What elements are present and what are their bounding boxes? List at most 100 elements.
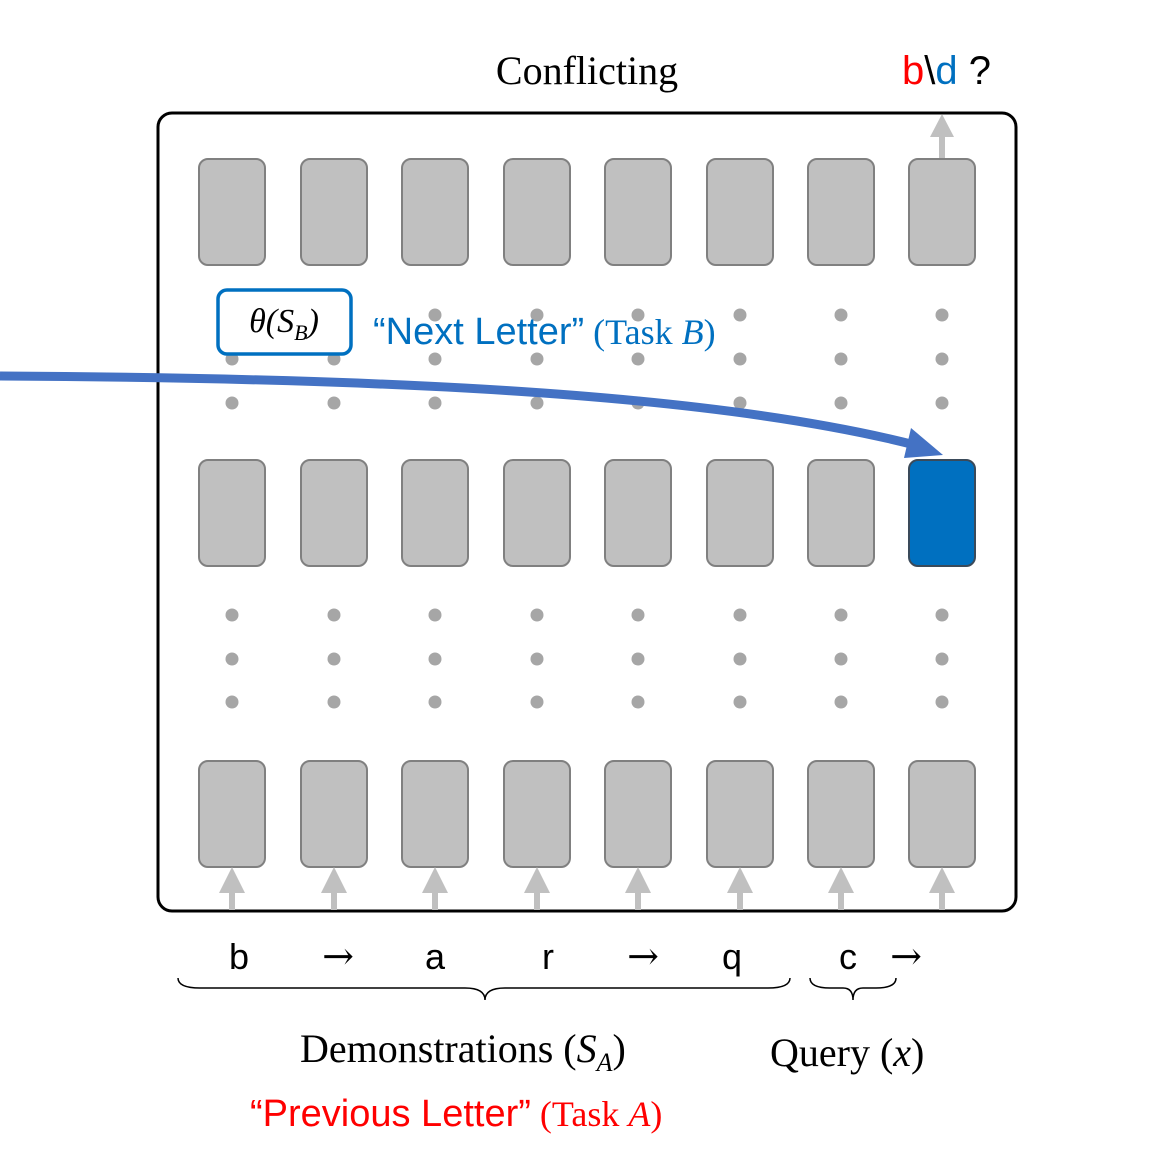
input-arrow-head — [524, 867, 550, 893]
ellipsis-dot — [428, 652, 442, 666]
layer-block — [300, 158, 368, 266]
ellipsis-dot — [530, 608, 544, 622]
ellipsis-dot — [327, 652, 341, 666]
layer-block — [604, 459, 672, 567]
layer-block — [401, 459, 469, 567]
ellipsis-dot — [428, 396, 442, 410]
model-frame — [156, 111, 1018, 913]
layer-block — [198, 760, 266, 868]
ellipsis-dot — [733, 652, 747, 666]
ellipsis-dot — [935, 308, 949, 322]
layer-block — [503, 760, 571, 868]
ellipsis-dot — [428, 608, 442, 622]
ellipsis-dot — [530, 308, 544, 322]
ellipsis-dot — [225, 608, 239, 622]
ellipsis-dot — [834, 352, 848, 366]
ellipsis-dot — [327, 695, 341, 709]
layer-block — [198, 158, 266, 266]
ellipsis-dot — [428, 695, 442, 709]
input-arrow-head — [929, 867, 955, 893]
layer-block — [300, 459, 368, 567]
output-part-d: d — [935, 49, 957, 93]
ellipsis-dot — [631, 695, 645, 709]
token-arrow: → — [890, 934, 922, 978]
ellipsis-dot — [530, 652, 544, 666]
ellipsis-dot — [733, 352, 747, 366]
demonstrations-label: Demonstrations (SA) — [300, 1026, 626, 1077]
ellipsis-dot — [935, 652, 949, 666]
ellipsis-dot — [935, 608, 949, 622]
task-vector-arrowhead — [904, 428, 943, 458]
task-a-label: “Previous Letter” (Task A) — [250, 1093, 662, 1135]
ellipsis-dot — [225, 652, 239, 666]
ellipsis-dot — [327, 396, 341, 410]
layer-block — [401, 158, 469, 266]
ellipsis-dot — [834, 608, 848, 622]
ellipsis-dot — [935, 352, 949, 366]
layer-block — [908, 760, 976, 868]
layer-grid — [198, 114, 976, 910]
layer-block — [503, 459, 571, 567]
token-letter: b — [229, 936, 249, 977]
ellipsis-dot — [631, 608, 645, 622]
task-a-name: “Previous Letter” — [250, 1093, 531, 1135]
ellipsis-dot — [834, 396, 848, 410]
ellipsis-dot — [631, 352, 645, 366]
layer-block — [706, 459, 774, 567]
ellipsis-dot — [631, 308, 645, 322]
input-arrow-head — [625, 867, 651, 893]
ellipsis-dot — [733, 308, 747, 322]
layer-block — [807, 158, 875, 266]
ellipsis-dot — [327, 608, 341, 622]
layer-block — [706, 760, 774, 868]
input-arrow-head — [828, 867, 854, 893]
token-arrow: → — [627, 934, 659, 978]
output-separator: \ — [924, 49, 936, 93]
token-letter: r — [542, 936, 554, 977]
input-arrow-head — [727, 867, 753, 893]
token-letter: a — [425, 936, 446, 977]
layer-block — [503, 158, 571, 266]
layer-block — [198, 459, 266, 567]
layer-block — [604, 158, 672, 266]
ellipsis-dot — [935, 695, 949, 709]
ellipsis-dot — [225, 695, 239, 709]
query-hidden-state-block — [908, 459, 976, 567]
layer-block — [807, 760, 875, 868]
ellipsis-dot — [428, 308, 442, 322]
ellipsis-dot — [935, 396, 949, 410]
ellipsis-dot — [428, 352, 442, 366]
output-label: b\d ? — [902, 49, 991, 93]
ellipsis-dot — [834, 308, 848, 322]
input-arrow-head — [219, 867, 245, 893]
token-letter: c — [839, 936, 857, 977]
layer-block — [807, 459, 875, 567]
demonstrations-brace — [177, 977, 791, 1001]
output-question: ? — [958, 49, 991, 93]
ellipsis-dot — [834, 652, 848, 666]
ellipsis-dot — [733, 396, 747, 410]
output-arrow-head — [930, 114, 954, 137]
theta-box — [216, 288, 353, 356]
ellipsis-dot — [733, 608, 747, 622]
layer-block — [908, 158, 976, 266]
layer-block — [604, 760, 672, 868]
query-label: Query (x) — [770, 1030, 924, 1075]
input-arrow-head — [321, 867, 347, 893]
diagram-title: Conflicting — [496, 48, 678, 93]
ellipsis-dot — [733, 695, 747, 709]
ellipsis-dot — [530, 352, 544, 366]
layer-block — [706, 158, 774, 266]
input-arrow-head — [422, 867, 448, 893]
layer-block — [401, 760, 469, 868]
token-arrow: → — [322, 934, 354, 978]
ellipsis-dot — [834, 695, 848, 709]
task-b-label: “Next Letter” (Task B) — [373, 311, 716, 353]
output-part-b: b — [902, 49, 924, 93]
ellipsis-dot — [631, 652, 645, 666]
task-b-name: “Next Letter” — [373, 311, 584, 353]
query-brace — [809, 977, 897, 1001]
ellipsis-dot — [530, 695, 544, 709]
